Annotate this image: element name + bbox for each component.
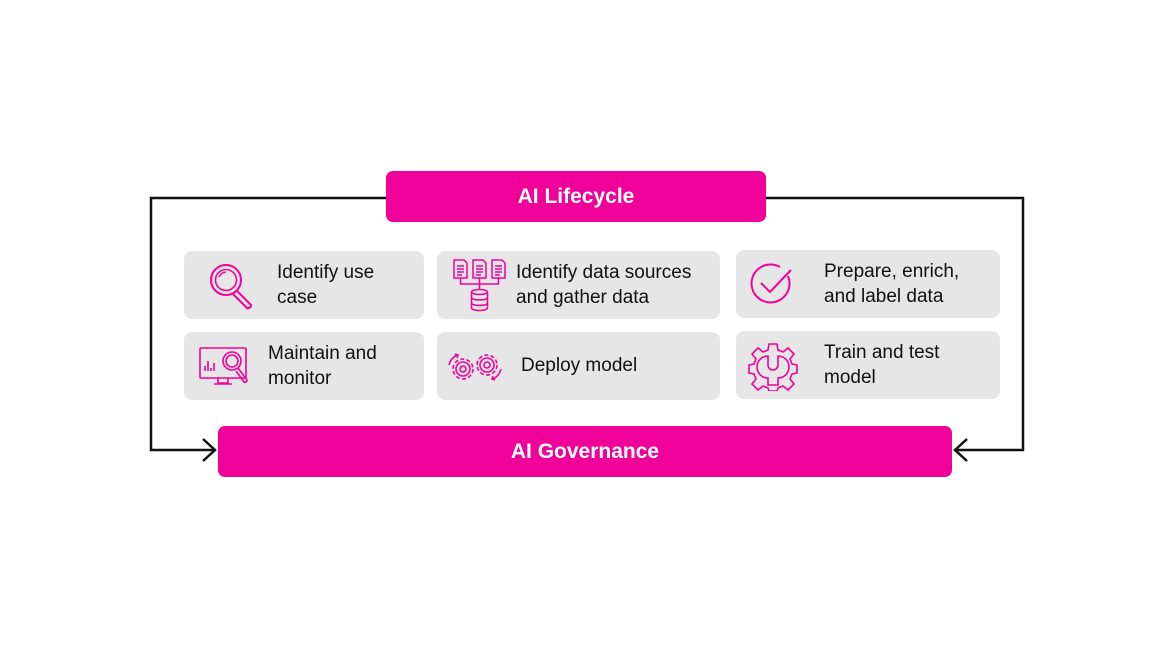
step-label-line1: Deploy model [521, 355, 638, 376]
step-label: Deploy model [521, 353, 637, 378]
step-prepare-data: Prepare, enrich, and label data [736, 250, 1000, 318]
arrow-left-head [202, 438, 217, 462]
wrench-gear-icon [748, 341, 798, 391]
step-label-line2: and gather data [516, 287, 650, 308]
monitor-magnifier-icon [198, 344, 252, 390]
step-maintain-monitor: Maintain and monitor [184, 332, 424, 400]
loop-line-right [766, 196, 1025, 452]
magnifier-icon [206, 261, 258, 311]
step-label-line1: Maintain and [268, 343, 377, 364]
lifecycle-banner: AI Lifecycle [386, 171, 766, 222]
governance-banner: AI Governance [218, 426, 952, 477]
step-label-line1: Identify data sources [516, 262, 692, 283]
step-deploy-model: Deploy model [437, 332, 720, 400]
step-label: Prepare, enrich, and label data [824, 259, 959, 309]
step-label-line1: Train and test [824, 342, 940, 363]
step-identify-use-case: Identify use case [184, 251, 424, 319]
step-label: Identify data sources and gather data [516, 260, 691, 310]
step-label-line1: Prepare, enrich, [824, 261, 960, 282]
data-sources-icon [451, 258, 509, 312]
lifecycle-title: AI Lifecycle [517, 184, 635, 208]
step-identify-data-sources: Identify data sources and gather data [437, 251, 720, 319]
step-label: Identify use case [277, 260, 374, 310]
step-train-test-model: Train and test model [736, 331, 1000, 399]
step-label-line2: and label data [824, 286, 944, 307]
step-label-line1: Identify use [277, 262, 375, 283]
step-label-line2: monitor [268, 368, 332, 389]
arrow-right-head [953, 438, 968, 462]
governance-title: AI Governance [510, 439, 660, 463]
checkmark-circle-icon [750, 262, 794, 306]
step-label-line2: model [824, 367, 876, 388]
loop-line-left [149, 196, 386, 452]
gears-icon [445, 347, 505, 387]
step-label-line2: case [277, 287, 318, 308]
step-label: Maintain and monitor [268, 341, 377, 391]
step-label: Train and test model [824, 340, 939, 390]
